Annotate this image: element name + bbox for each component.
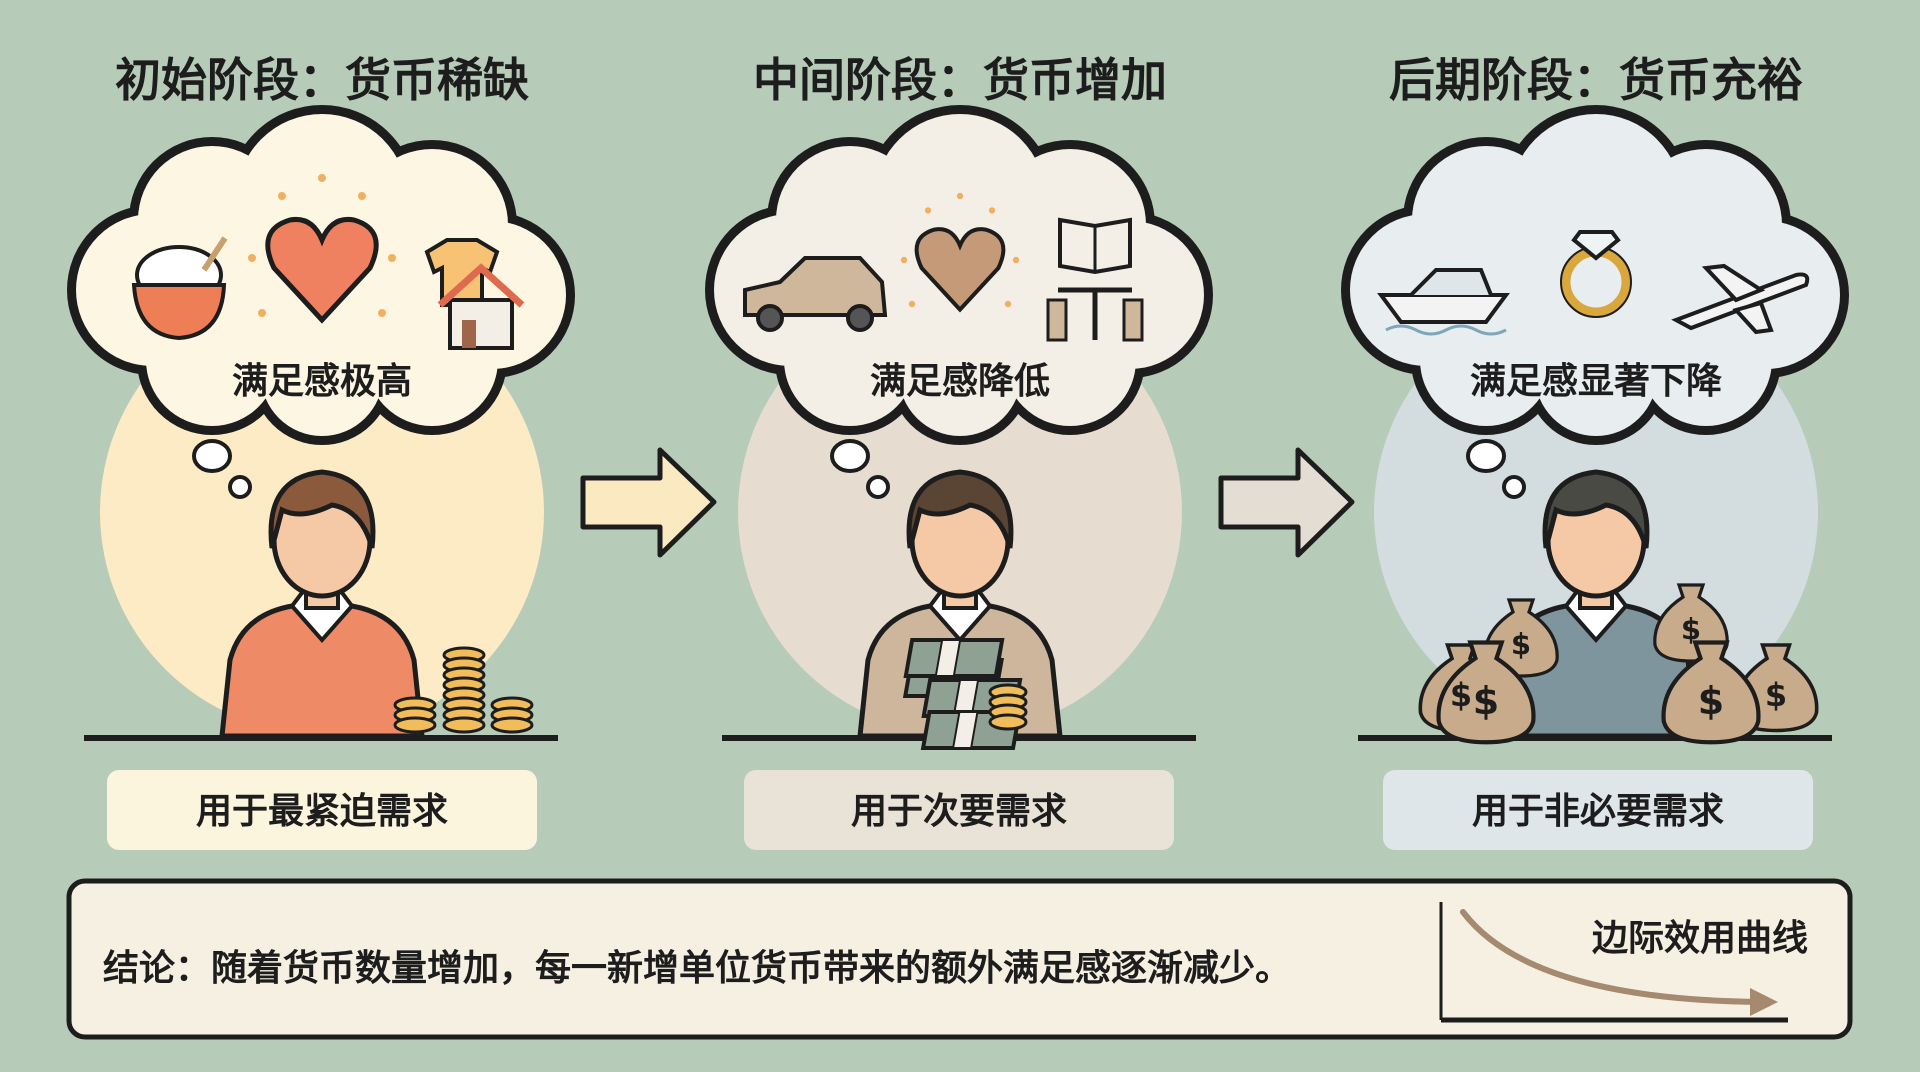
rice-bowl-icon bbox=[131, 236, 228, 341]
thought-bubble bbox=[1502, 475, 1526, 499]
diamond-ring-icon bbox=[1560, 230, 1632, 318]
yacht-icon bbox=[1377, 268, 1510, 336]
stage-panel-3: 满足感显著下降$$$$$$ bbox=[1341, 105, 1849, 745]
thought-bubble bbox=[866, 475, 890, 499]
heart-icon bbox=[900, 192, 1020, 313]
usage-text: 用于最紧迫需求 bbox=[196, 791, 448, 832]
table-chairs-icon bbox=[1046, 287, 1144, 342]
thought-cloud bbox=[1341, 105, 1849, 445]
dollar-sign: $ bbox=[1698, 679, 1724, 723]
money-bags-icon: $$$$$$ bbox=[1418, 583, 1819, 745]
usage-label-1: 用于最紧迫需求 bbox=[107, 770, 537, 850]
book-icon bbox=[1058, 217, 1132, 275]
marginal-utility-curve bbox=[1439, 902, 1788, 1023]
thought-cloud bbox=[67, 105, 575, 445]
curve-label: 边际效用曲线 bbox=[1592, 918, 1808, 959]
satisfaction-text: 满足感极高 bbox=[232, 361, 412, 402]
conclusion-box: 结论：随着货币数量增加，每一新增单位货币带来的额外满足感逐渐减少。 边际效用曲线 bbox=[66, 878, 1853, 1040]
dollar-sign: $ bbox=[1681, 612, 1701, 646]
person bbox=[219, 469, 425, 739]
arrow-right-icon bbox=[580, 447, 717, 558]
satisfaction-text: 满足感显著下降 bbox=[1470, 361, 1722, 402]
heart-icon bbox=[248, 174, 396, 324]
satisfaction-text: 满足感降低 bbox=[870, 361, 1050, 402]
usage-text: 用于次要需求 bbox=[851, 791, 1067, 832]
dollar-sign: $ bbox=[1765, 676, 1787, 714]
money-bag bbox=[1436, 640, 1536, 745]
thought-bubble bbox=[228, 475, 252, 499]
house-icon bbox=[437, 263, 525, 350]
dollar-sign: $ bbox=[1450, 676, 1472, 714]
conclusion-text: 结论：随着货币数量增加，每一新增单位货币带来的额外满足感逐渐减少。 bbox=[103, 948, 1291, 989]
usage-label-2: 用于次要需求 bbox=[744, 770, 1174, 850]
usage-label-3: 用于非必要需求 bbox=[1383, 770, 1813, 850]
stage-title-3: 后期阶段：货币充裕 bbox=[1389, 53, 1803, 107]
stage-title-2: 中间阶段：货币增加 bbox=[753, 53, 1167, 107]
dollar-sign: $ bbox=[1473, 679, 1499, 723]
thought-bubble bbox=[1466, 439, 1506, 473]
car-icon bbox=[743, 256, 888, 332]
dollar-sign: $ bbox=[1511, 627, 1531, 661]
thought-bubble bbox=[830, 439, 870, 473]
money-bag bbox=[1661, 640, 1761, 745]
airplane-icon bbox=[1671, 263, 1810, 335]
stage-panel-1: 满足感极高 bbox=[67, 105, 575, 741]
arrow-right-icon bbox=[1218, 447, 1355, 558]
stage-panel-2: 满足感降低 bbox=[705, 105, 1213, 750]
coins-icon bbox=[393, 646, 534, 734]
thought-bubble bbox=[192, 439, 232, 473]
usage-text: 用于非必要需求 bbox=[1472, 791, 1724, 832]
cash-icon bbox=[902, 638, 1028, 750]
stage-title-1: 初始阶段：货币稀缺 bbox=[115, 53, 529, 107]
